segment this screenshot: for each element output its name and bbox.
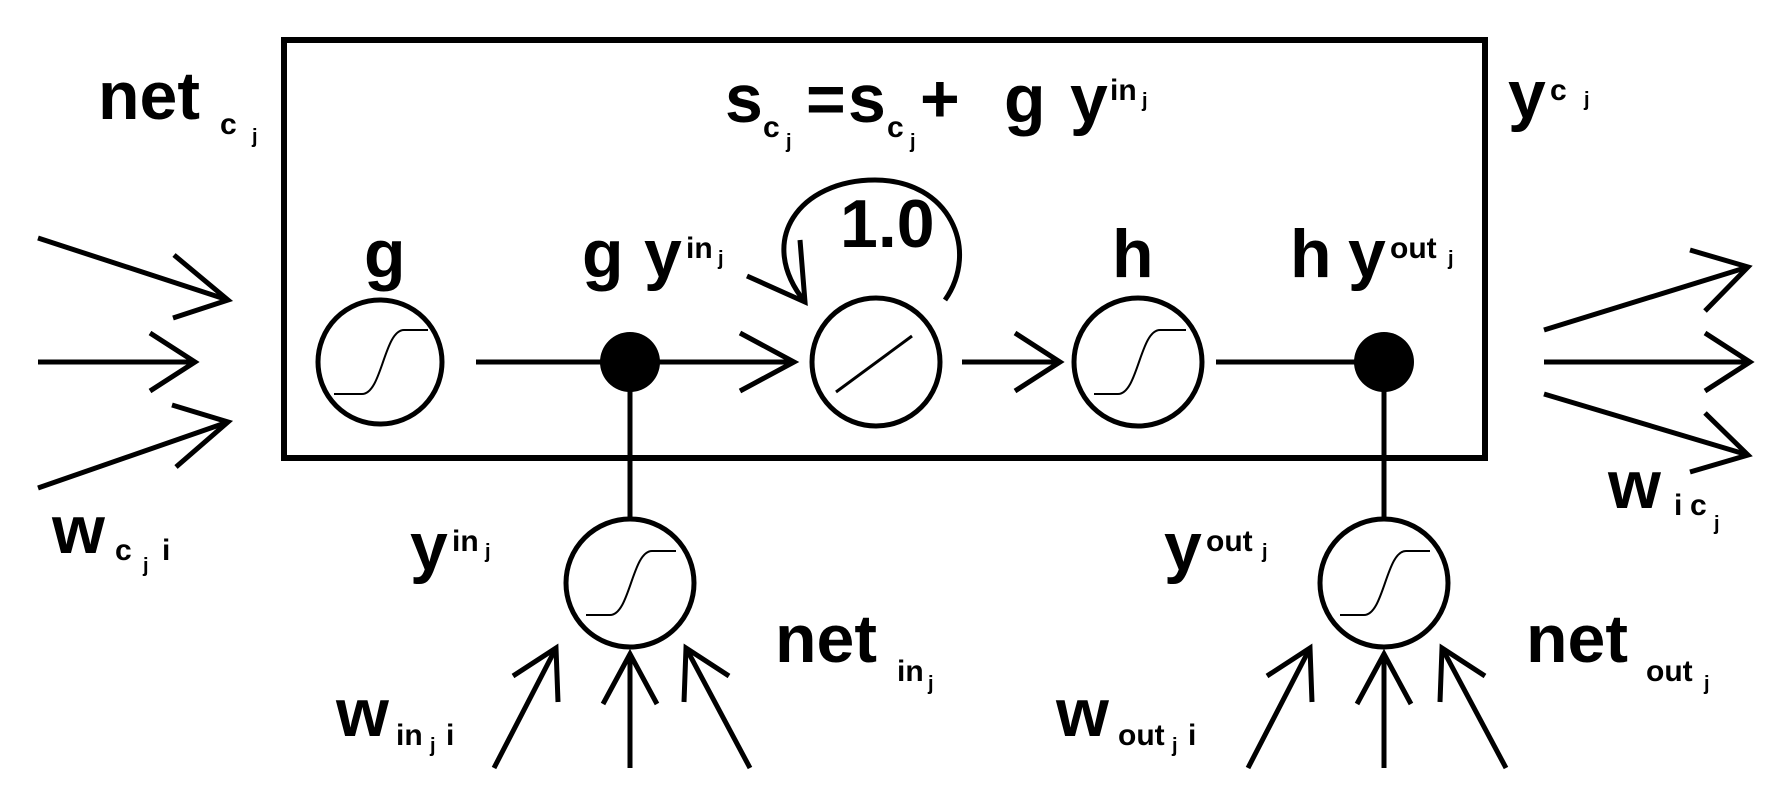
svg-text:j: j bbox=[717, 248, 724, 270]
svg-text:j: j bbox=[251, 126, 258, 148]
svg-text:j: j bbox=[429, 735, 436, 757]
formula-in-j: j bbox=[1141, 90, 1148, 112]
formula-equals: = bbox=[806, 61, 846, 137]
output-gate-incoming-arrows bbox=[1245, 643, 1509, 770]
svg-text:i: i bbox=[162, 534, 170, 567]
svg-text:j: j bbox=[927, 673, 934, 695]
svg-text:j: j bbox=[1261, 541, 1268, 563]
svg-text:net: net bbox=[98, 58, 200, 134]
svg-text:in: in bbox=[452, 525, 479, 558]
svg-text:i: i bbox=[446, 719, 454, 752]
label-g: g bbox=[364, 216, 406, 292]
formula-j-left: j bbox=[785, 131, 792, 153]
svg-text:net: net bbox=[1526, 601, 1628, 677]
svg-text:j: j bbox=[1171, 735, 1178, 757]
svg-text:j: j bbox=[1713, 513, 1720, 535]
svg-text:c: c bbox=[220, 108, 237, 141]
svg-text:in: in bbox=[897, 655, 924, 688]
svg-text:j: j bbox=[1583, 89, 1590, 111]
svg-text:i: i bbox=[1188, 719, 1196, 752]
svg-text:c: c bbox=[1690, 489, 1707, 522]
cell-input-arrows bbox=[37, 235, 234, 491]
memory-cell-block bbox=[281, 37, 1488, 461]
label-y-c: y c j bbox=[1508, 57, 1590, 133]
input-gate-incoming-arrows bbox=[491, 643, 753, 770]
formula-s-right: s bbox=[848, 61, 886, 137]
svg-text:y: y bbox=[1348, 216, 1386, 292]
label-net-in: net in j bbox=[775, 601, 934, 695]
label-net-c: net c j bbox=[98, 58, 258, 148]
cell-state-linear-unit bbox=[809, 295, 943, 429]
label-w-in-i: w in j i bbox=[335, 675, 454, 757]
self-recurrent-loop bbox=[781, 177, 963, 304]
label-w-c-i: w c j i bbox=[51, 492, 170, 577]
label-g-y-in: g y in j bbox=[582, 216, 724, 292]
formula-s-left: s bbox=[725, 61, 763, 137]
svg-text:i: i bbox=[1674, 489, 1682, 522]
svg-text:net: net bbox=[775, 601, 877, 677]
svg-text:j: j bbox=[1447, 248, 1454, 270]
svg-text:y: y bbox=[410, 509, 448, 585]
svg-text:g: g bbox=[582, 216, 624, 292]
h-squashing-unit bbox=[1071, 295, 1205, 429]
svg-text:j: j bbox=[1703, 673, 1710, 695]
formula-y: y bbox=[1070, 61, 1108, 137]
svg-text:c: c bbox=[1550, 74, 1567, 107]
label-y-out: y out j bbox=[1164, 509, 1268, 585]
label-h-y-out: h y out j bbox=[1290, 216, 1454, 292]
svg-text:w: w bbox=[1607, 447, 1662, 523]
output-gate-unit bbox=[1317, 516, 1451, 650]
label-w-out-i: w out j i bbox=[1055, 675, 1196, 757]
svg-text:h: h bbox=[1290, 216, 1332, 292]
label-net-out: net out j bbox=[1526, 601, 1710, 695]
svg-text:w: w bbox=[335, 675, 390, 751]
svg-text:j: j bbox=[484, 541, 491, 563]
formula-j-right: j bbox=[909, 131, 916, 153]
svg-text:out: out bbox=[1206, 525, 1253, 558]
svg-text:j: j bbox=[142, 555, 149, 577]
svg-text:y: y bbox=[644, 216, 682, 292]
g-squashing-unit bbox=[315, 297, 445, 427]
label-y-in: y in j bbox=[410, 509, 491, 585]
svg-text:out: out bbox=[1646, 655, 1693, 688]
self-loop-arrowhead bbox=[745, 239, 808, 307]
label-h: h bbox=[1112, 216, 1154, 292]
state-update-formula: s c j = s c j + g y in j bbox=[725, 61, 1148, 153]
svg-text:c: c bbox=[115, 534, 132, 567]
svg-text:y: y bbox=[1164, 509, 1202, 585]
formula-plus: + bbox=[920, 61, 960, 137]
formula-g: g bbox=[1004, 61, 1046, 137]
svg-text:in: in bbox=[686, 232, 713, 265]
cell-output-arrows bbox=[1543, 247, 1755, 475]
svg-text:out: out bbox=[1118, 719, 1165, 752]
formula-c-right: c bbox=[887, 111, 904, 144]
svg-text:w: w bbox=[51, 492, 106, 568]
svg-text:y: y bbox=[1508, 57, 1546, 133]
svg-text:w: w bbox=[1055, 675, 1110, 751]
formula-in: in bbox=[1110, 74, 1137, 107]
label-w-i-c: w i c j bbox=[1607, 447, 1720, 535]
input-gate-unit bbox=[563, 516, 697, 650]
formula-c-left: c bbox=[763, 111, 780, 144]
svg-text:in: in bbox=[396, 719, 423, 752]
label-self-loop-weight: 1.0 bbox=[840, 186, 935, 262]
svg-text:out: out bbox=[1390, 232, 1437, 265]
